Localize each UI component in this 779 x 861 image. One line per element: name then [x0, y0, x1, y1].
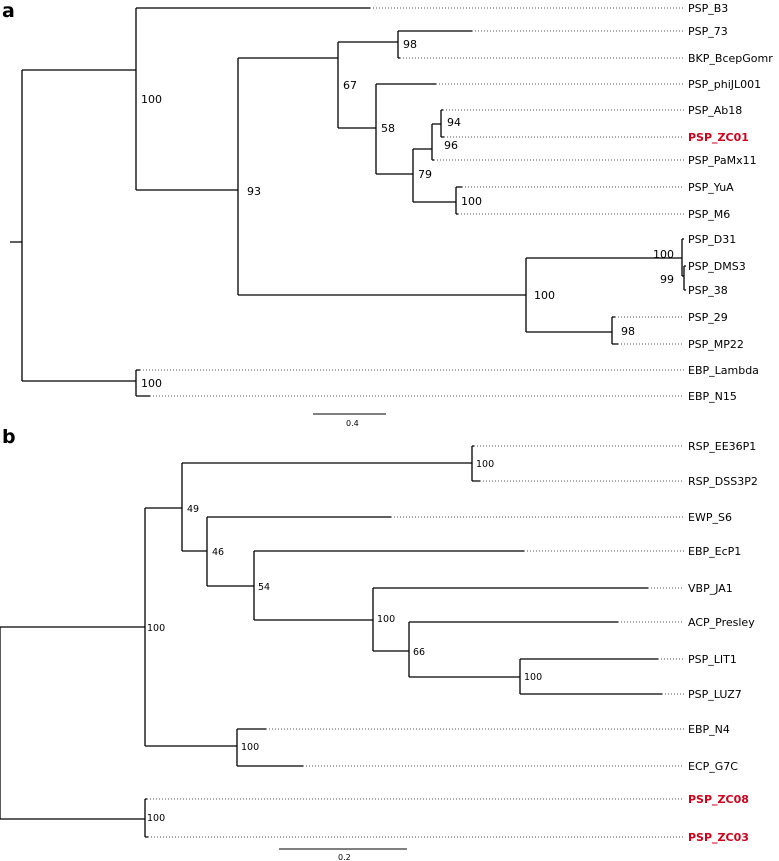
panel-b: b: [0, 426, 758, 861]
leaf-label: VBP_JA1: [688, 582, 733, 595]
bootstrap-value: 100: [461, 195, 482, 208]
bootstrap-value: 79: [418, 168, 432, 181]
leaf-label: PSP_LUZ7: [688, 688, 742, 701]
leaf-label: PSP_29: [688, 311, 728, 324]
leaf-label: EBP_N15: [688, 390, 737, 403]
leaf-label: BKP_BcepGomr: [688, 52, 773, 65]
bootstrap-value: 94: [447, 116, 461, 129]
bootstrap-value: 66: [413, 647, 425, 658]
leaf-label: PSP_D31: [688, 233, 736, 246]
panel-b-leader-lines: [147, 445, 684, 838]
leaf-label: PSP_73: [688, 25, 728, 38]
leaf-label: EBP_N4: [688, 723, 730, 736]
leaf-label: PSP_YuA: [688, 181, 734, 194]
bootstrap-value: 100: [147, 623, 165, 634]
scale-bar-label: 0.2: [338, 853, 351, 861]
panel-b-leaf-labels: RSP_EE36P1 RSP_DSS3P2 EWP_S6 EBP_EcP1 VB…: [688, 440, 758, 844]
bootstrap-value: 100: [141, 377, 162, 390]
leaf-label: RSP_DSS3P2: [688, 475, 758, 488]
leaf-label: PSP_M6: [688, 208, 730, 221]
bootstrap-value: 99: [660, 273, 674, 286]
leaf-label: ECP_G7C: [688, 760, 738, 773]
leaf-label: ACP_Presley: [688, 616, 755, 629]
bootstrap-value: 54: [258, 582, 270, 593]
bootstrap-value: 100: [241, 742, 259, 753]
leaf-label: PSP_DMS3: [688, 260, 746, 273]
bootstrap-value: 98: [621, 325, 635, 338]
bootstrap-value: 100: [653, 248, 674, 261]
panel-b-label: b: [2, 426, 16, 448]
panel-a-label: a: [2, 0, 15, 22]
leaf-label-highlighted: PSP_ZC01: [688, 131, 749, 144]
leaf-label: PSP_phiJL001: [688, 78, 761, 91]
leaf-label: PSP_Ab18: [688, 104, 742, 117]
leaf-label: PSP_PaMx11: [688, 154, 757, 167]
leaf-label: EBP_EcP1: [688, 545, 741, 558]
bootstrap-value: 93: [247, 185, 261, 198]
bootstrap-value: 100: [476, 459, 494, 470]
panel-b-branches: [0, 445, 662, 838]
panel-a-leader-lines: [140, 7, 684, 397]
panel-b-scale-bar: 0.2: [279, 848, 407, 861]
leaf-label: EBP_Lambda: [688, 364, 759, 377]
bootstrap-value: 100: [147, 813, 165, 824]
bootstrap-value: 98: [403, 38, 417, 51]
panel-a-scale-bar: 0.4: [313, 413, 386, 428]
leaf-label: RSP_EE36P1: [688, 440, 756, 453]
leaf-label: PSP_MP22: [688, 338, 744, 351]
leaf-label-highlighted: PSP_ZC08: [688, 793, 749, 806]
bootstrap-value: 49: [187, 504, 199, 515]
leaf-label: PSP_38: [688, 284, 728, 297]
panel-b-bootstrap-values: 100 49 100 46 54 100 66 100 100 100: [147, 459, 542, 824]
leaf-label: EWP_S6: [688, 511, 732, 524]
panel-a-branches: [10, 7, 686, 397]
scale-bar-label: 0.4: [346, 419, 359, 428]
panel-a-bootstrap-values: 100 93 67 98 58 94 96 79 100 100 99 100 …: [141, 38, 674, 390]
bootstrap-value: 100: [377, 614, 395, 625]
bootstrap-value: 96: [444, 139, 458, 152]
leaf-label: PSP_LIT1: [688, 653, 737, 666]
bootstrap-value: 100: [141, 93, 162, 106]
leaf-label: PSP_B3: [688, 2, 728, 15]
bootstrap-value: 67: [343, 79, 357, 92]
bootstrap-value: 100: [524, 672, 542, 683]
bootstrap-value: 46: [212, 547, 224, 558]
leaf-label-highlighted: PSP_ZC03: [688, 831, 749, 844]
bootstrap-value: 100: [534, 289, 555, 302]
panel-a-leaf-labels: PSP_B3 PSP_73 BKP_BcepGomr PSP_phiJL001 …: [688, 2, 773, 403]
panel-a: a: [2, 0, 773, 428]
bootstrap-value: 58: [381, 122, 395, 135]
